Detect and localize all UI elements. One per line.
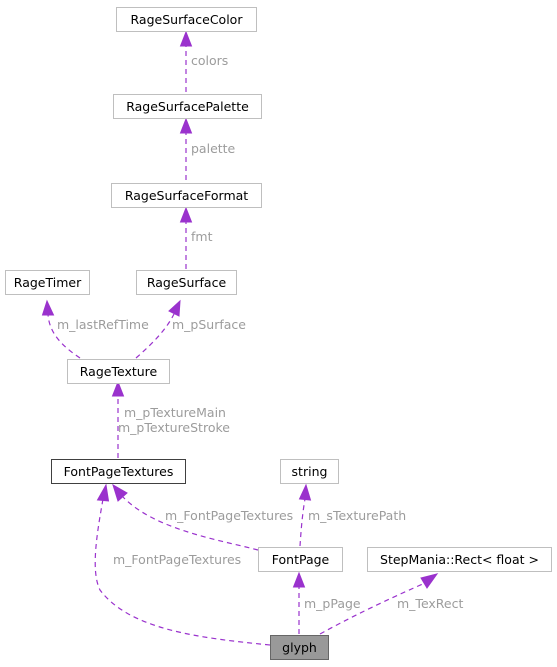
edge-m-tex-rect: m_TexRect bbox=[319, 573, 463, 635]
edge-label-palette: palette bbox=[191, 141, 236, 156]
node-label-font-page-textures: FontPageTextures bbox=[64, 464, 174, 479]
node-label-rage-surface-color: RageSurfaceColor bbox=[131, 12, 244, 27]
edge-label-m-p-texture-stroke: m_pTextureStroke bbox=[118, 420, 230, 435]
edge-m-p-surface: m_pSurface bbox=[135, 299, 246, 359]
edge-label-m-p-texture-main: m_pTextureMain bbox=[124, 405, 226, 420]
edge-m-s-texture-path: m_sTexturePath bbox=[298, 483, 406, 547]
node-string[interactable]: string bbox=[280, 459, 339, 484]
node-rage-texture[interactable]: RageTexture bbox=[67, 359, 170, 384]
node-label-string: string bbox=[292, 464, 328, 479]
node-rage-surface-color[interactable]: RageSurfaceColor bbox=[116, 7, 257, 32]
node-rage-surface-palette[interactable]: RageSurfacePalette bbox=[113, 94, 262, 119]
edge-label-m-tex-rect: m_TexRect bbox=[397, 596, 463, 611]
edge-label-m-s-texture-path: m_sTexturePath bbox=[308, 508, 406, 523]
node-label-rect-float: StepMania::Rect< float > bbox=[380, 552, 539, 567]
node-label-font-page: FontPage bbox=[272, 552, 330, 567]
edge-m-font-page-textures-from-font-page: m_FontPageTextures bbox=[112, 483, 293, 551]
edge-label-m-font-page-textures-fp: m_FontPageTextures bbox=[165, 508, 293, 523]
node-label-rage-surface-palette: RageSurfacePalette bbox=[126, 99, 249, 114]
edge-label-colors: colors bbox=[191, 53, 228, 68]
edge-label-m-p-page: m_pPage bbox=[304, 596, 361, 611]
node-glyph[interactable]: glyph bbox=[270, 635, 329, 660]
node-font-page[interactable]: FontPage bbox=[258, 547, 343, 572]
node-label-rage-surface: RageSurface bbox=[147, 275, 227, 290]
node-rage-surface[interactable]: RageSurface bbox=[136, 270, 237, 295]
edge-label-m-p-surface: m_pSurface bbox=[172, 317, 246, 332]
edge-m-p-texture: m_pTextureMain m_pTextureStroke bbox=[111, 380, 230, 458]
node-rage-surface-format[interactable]: RageSurfaceFormat bbox=[111, 183, 262, 208]
edge-m-last-ref-time: m_lastRefTime bbox=[41, 299, 149, 359]
edge-label-m-last-ref-time: m_lastRefTime bbox=[57, 317, 149, 332]
edge-palette: palette bbox=[179, 117, 236, 180]
node-font-page-textures[interactable]: FontPageTextures bbox=[51, 459, 186, 484]
node-rage-timer[interactable]: RageTimer bbox=[5, 270, 90, 295]
node-label-glyph: glyph bbox=[282, 640, 317, 655]
edge-m-p-page: m_pPage bbox=[292, 571, 361, 634]
edge-colors: colors bbox=[179, 30, 228, 92]
edge-label-fmt: fmt bbox=[191, 229, 213, 244]
edge-fmt: fmt bbox=[179, 206, 213, 269]
node-label-rage-timer: RageTimer bbox=[14, 275, 82, 290]
node-label-rage-surface-format: RageSurfaceFormat bbox=[125, 188, 248, 203]
edge-m-font-page-textures-from-glyph: m_FontPageTextures bbox=[94, 483, 271, 646]
node-label-rage-texture: RageTexture bbox=[80, 364, 158, 379]
node-rect-float[interactable]: StepMania::Rect< float > bbox=[367, 547, 552, 572]
edge-label-m-font-page-textures-glyph: m_FontPageTextures bbox=[113, 552, 241, 567]
